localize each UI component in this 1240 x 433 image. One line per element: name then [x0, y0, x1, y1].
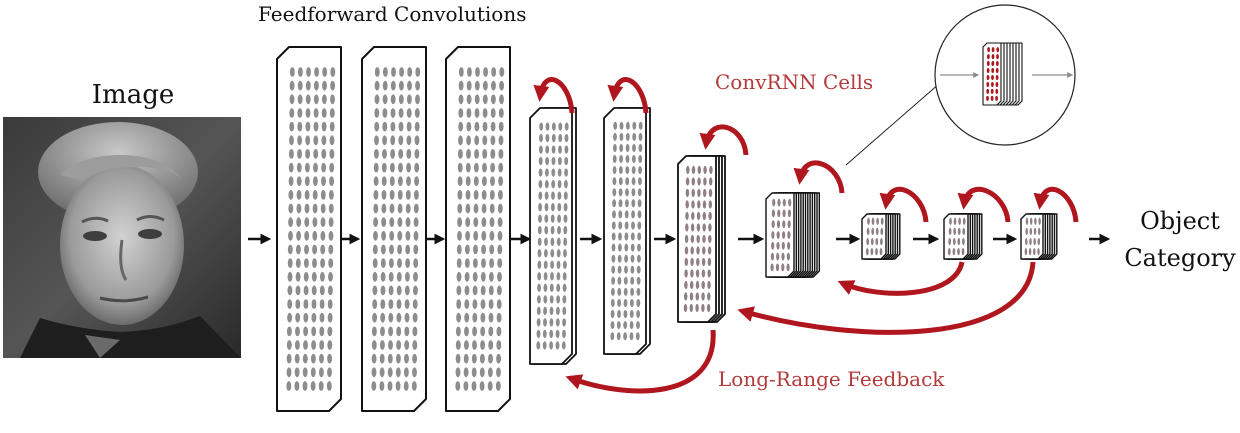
short-feedback-arrow [837, 261, 965, 296]
layer-stacks [276, 46, 1058, 412]
convrnn-layer-9 [943, 213, 983, 260]
inset-convrnn-cell [982, 42, 1023, 106]
feedforward-layer-1 [276, 46, 342, 412]
convrnn-zoom-inset [845, 4, 1076, 166]
long-range-feedback-arrow-lower [565, 329, 716, 394]
image-label: Image [92, 80, 174, 110]
feedback-arrows [565, 261, 1036, 394]
curved-arrow-icon [607, 77, 649, 114]
convrnn-label: ConvRNN Cells [715, 70, 873, 94]
portrait-photo [3, 117, 241, 358]
feedforward-layer-2 [361, 46, 427, 412]
convrnn-layer-5 [603, 107, 651, 355]
feedforward-layer-3 [445, 46, 511, 412]
convrnn-layer-8 [861, 213, 901, 260]
long-range-feedback-arrow-upper [737, 261, 1036, 335]
feedforward-label: Feedforward Convolutions [258, 2, 527, 26]
convrnn-layer-7 [765, 192, 820, 278]
curved-arrow-icon [699, 124, 749, 156]
curved-arrow-icon [793, 160, 845, 194]
curved-arrow-icon [1033, 186, 1079, 223]
object-label-line1: Object [1140, 207, 1220, 235]
curved-arrow-icon [533, 77, 575, 114]
long-range-label: Long-Range Feedback [718, 367, 945, 391]
convrnn-layer-4 [529, 107, 577, 365]
object-label-line2: Category [1124, 244, 1236, 272]
convrnn-layer-6 [677, 155, 726, 323]
curved-arrow-icon [879, 186, 929, 223]
curved-arrow-icon [957, 186, 1011, 223]
convrnn-layer-10 [1020, 213, 1058, 260]
